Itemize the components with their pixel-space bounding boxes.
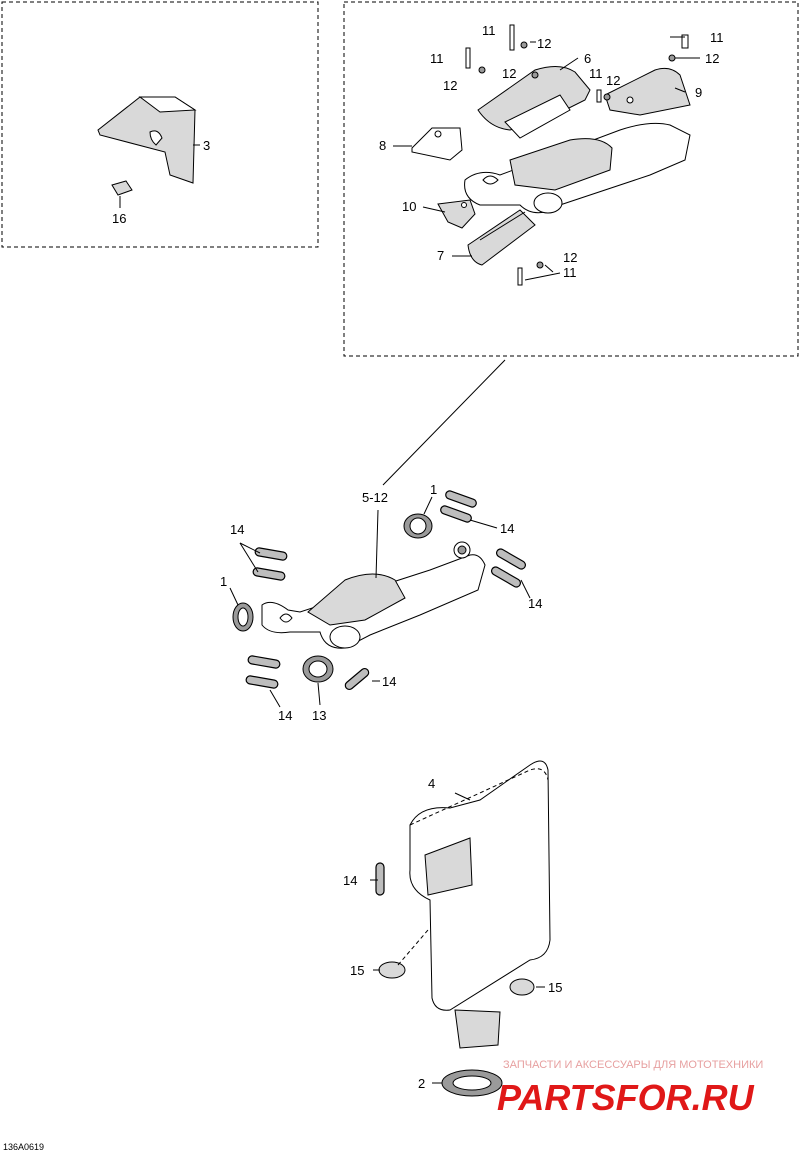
watermark-tagline: ЗАПЧАСТИ И АКСЕССУАРЫ ДЛЯ МОТОТЕХНИКИ <box>503 1059 763 1071</box>
callout-11: 11 <box>482 23 496 38</box>
callout-14: 14 <box>528 596 542 611</box>
callout-10: 10 <box>402 199 416 214</box>
gasket-ring-part-1-upper <box>403 513 433 539</box>
heat-shield-part-3 <box>97 96 200 184</box>
plate-part-8 <box>411 127 463 161</box>
callout-16: 16 <box>112 211 126 226</box>
leaders-right-detail <box>393 36 700 281</box>
callout-1: 1 <box>220 574 227 589</box>
diagram-code: 136A0619 <box>3 1142 44 1152</box>
heat-shield-center <box>509 138 613 191</box>
callout-5-12: 5-12 <box>362 490 388 505</box>
callout-9: 9 <box>695 85 702 100</box>
callout-15: 15 <box>548 980 562 995</box>
callout-12: 12 <box>606 73 620 88</box>
callout-3: 3 <box>203 138 210 153</box>
detail-box-right <box>343 1 799 357</box>
callout-11: 11 <box>589 66 603 81</box>
springs-part-14 <box>245 490 526 896</box>
callout-4: 4 <box>428 776 435 791</box>
bracket-part-10 <box>437 199 476 229</box>
callout-7: 7 <box>437 248 444 263</box>
callout-6: 6 <box>584 51 591 66</box>
muffler-part-4 <box>409 760 551 1049</box>
callout-labels: 3 16 11 12 11 12 12 6 11 12 11 12 9 8 10… <box>112 23 724 1091</box>
callout-13: 13 <box>312 708 326 723</box>
heat-shield-part-9 <box>604 67 691 116</box>
clip-part-16 <box>111 180 133 208</box>
callout-11: 11 <box>430 51 444 66</box>
gasket-ring-part-1-lower <box>232 602 254 632</box>
callout-12: 12 <box>443 78 457 93</box>
heat-shield-part-7 <box>467 209 536 266</box>
callout-14: 14 <box>230 522 244 537</box>
y-pipe-assembly <box>261 509 486 649</box>
callout-14: 14 <box>343 873 357 888</box>
gasket-part-2 <box>432 1069 503 1097</box>
callout-1: 1 <box>430 482 437 497</box>
callout-8: 8 <box>379 138 386 153</box>
fasteners-detail <box>465 24 689 286</box>
detail-box-left <box>1 1 319 248</box>
callout-11: 11 <box>710 30 724 45</box>
callout-14: 14 <box>500 521 514 536</box>
callout-2: 2 <box>418 1076 425 1091</box>
leaders-middle <box>229 496 531 881</box>
callout-12: 12 <box>537 36 551 51</box>
rubber-mounts-part-15 <box>373 929 545 996</box>
callout-12: 12 <box>502 66 516 81</box>
watermark-brand: PARTSFOR.RU <box>497 1077 755 1118</box>
callout-15: 15 <box>350 963 364 978</box>
seal-ring-part-13 <box>302 655 334 706</box>
callout-12: 12 <box>563 250 577 265</box>
callout-11: 11 <box>563 265 577 280</box>
callout-14: 14 <box>278 708 292 723</box>
leader-line-detail <box>382 359 506 486</box>
heat-shield-part-6 <box>477 66 591 139</box>
callout-12: 12 <box>705 51 719 66</box>
callout-14: 14 <box>382 674 396 689</box>
